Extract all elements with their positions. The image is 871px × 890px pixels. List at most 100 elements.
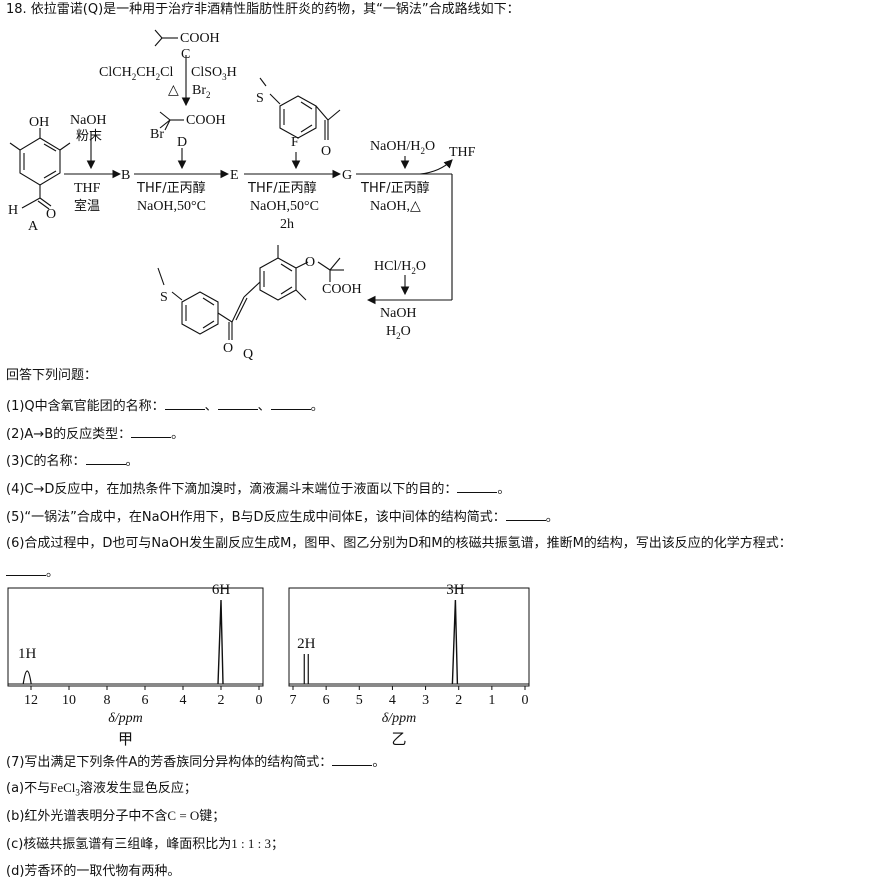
label-e: E — [230, 168, 239, 183]
spectrum-left-tick-label: 10 — [62, 693, 76, 708]
spectrum-left-tick-label: 8 — [104, 693, 111, 708]
q4-blank — [457, 480, 498, 493]
question-title: 18. 依拉雷诺(Q)是一种用于治疗非酒精性脂肪性肝炎的药物，其“一锅法”合成路… — [6, 2, 520, 17]
q2-blank — [131, 425, 172, 438]
d-br: Br — [150, 127, 164, 142]
q7-blank — [332, 753, 373, 766]
svg-text:NaOH/H2O: NaOH/H2O — [370, 139, 435, 156]
spectrum-right-tick-label: 1 — [488, 693, 495, 708]
reagent-cl-tail: Cl — [160, 65, 173, 80]
step5-below2-tail: O — [401, 324, 411, 339]
cond-b-chem: C = O — [167, 808, 200, 823]
q4-text: (4)C→D反应中，在加热条件下滴加溴时，滴液漏斗末端位于液面以下的目的： — [6, 482, 458, 497]
step5-above-tail: O — [416, 259, 426, 274]
step4-thf: THF — [449, 145, 476, 160]
q5-end: 。 — [545, 510, 559, 525]
svg-text:HCl/H2O: HCl/H2O — [374, 259, 426, 276]
step1-below1: THF — [74, 181, 101, 196]
step3-below3: 2h — [280, 217, 294, 232]
spectrum-right-peak — [451, 599, 459, 685]
question-5: (5)“一锅法”合成中，在NaOH作用下，B与D反应生成中间体E，该中间体的结构… — [6, 508, 559, 526]
spectrum-left-peak — [22, 670, 32, 685]
spectrum-left-xlabel: δ/ppm — [108, 711, 143, 726]
spectrum-left-tick-label: 0 — [256, 693, 263, 708]
step1-below2: 室温 — [74, 198, 100, 214]
c-cooh: COOH — [180, 31, 220, 46]
step1-above2: 粉末 — [76, 129, 102, 144]
question-3: (3)C的名称：。 — [6, 452, 139, 470]
step1-above1: NaOH — [70, 113, 107, 128]
label-b: B — [121, 168, 130, 183]
cond-b-post: 键； — [199, 809, 226, 824]
a-oh: OH — [29, 115, 49, 130]
label-a: A — [28, 219, 39, 234]
spectrum-right-tick-label: 2 — [455, 693, 462, 708]
spectrum-right-tick-label: 6 — [323, 693, 330, 708]
spectrum-left-tick-label: 6 — [142, 693, 149, 708]
spectrum-left-peak — [217, 599, 224, 685]
q1-sep-1: 、 — [204, 399, 218, 414]
step2-below1: THF/正丙醇 — [136, 180, 206, 196]
q1-end: 。 — [310, 399, 324, 414]
q5-blank — [505, 508, 546, 521]
step5-below2: H — [386, 324, 396, 339]
cond-a-pre: (a)不与 — [6, 781, 51, 796]
label-c: C — [181, 47, 190, 62]
f-s: S — [256, 91, 264, 106]
cond-c-ratio: 1 : 1 : 3 — [231, 836, 272, 851]
label-d: D — [177, 135, 187, 150]
step2-below2: NaOH,50°C — [137, 199, 206, 214]
step4-above: NaOH/H — [370, 139, 421, 154]
question-1: (1)Q中含氧官能团的名称：、、。 — [6, 397, 324, 415]
q3-blank — [85, 452, 126, 465]
spectrum-left-caption: 甲 — [118, 730, 133, 748]
svg-text:ClSO3H: ClSO3H — [191, 65, 237, 82]
question-7: (7)写出满足下列条件A的芳香族同分异构体的结构简式： 。 — [6, 753, 385, 771]
q-s: S — [160, 290, 168, 305]
step3-below1: THF/正丙醇 — [247, 180, 317, 196]
q-cooh: COOH — [322, 282, 362, 297]
label-q: Q — [243, 347, 253, 362]
step5-below1: NaOH — [380, 306, 417, 321]
cond-c-post: ； — [271, 837, 285, 852]
q3-text: (3)C的名称： — [6, 454, 86, 469]
step4-below1: THF/正丙醇 — [360, 180, 430, 196]
q2-end: 。 — [171, 427, 185, 442]
step3-below2: NaOH,50°C — [250, 199, 319, 214]
reagent-delta: △ — [168, 83, 179, 98]
q1-blank-3 — [270, 397, 311, 410]
step5-above: HCl/H — [374, 259, 411, 274]
spectrum-right-tick-label: 4 — [389, 693, 396, 708]
q7-end: 。 — [372, 755, 386, 770]
q2-text: (2)A→B的反应类型： — [6, 427, 132, 442]
condition-c: (c)核磁共振氢谱有三组峰，峰面积比为1 : 1 : 3； — [6, 836, 284, 853]
cond-a-sub: 3 — [75, 787, 80, 798]
q1-blank-1 — [164, 397, 205, 410]
question-6: (6)合成过程中，D也可与NaOH发生副反应生成M，图甲、图乙分别为D和M的核磁… — [6, 536, 792, 551]
spectrum-right-tick-label: 0 — [522, 693, 529, 708]
q6-end: 。 — [46, 565, 60, 580]
label-g: G — [342, 168, 352, 183]
cond-b-pre: (b)红外光谱表明分子中不含 — [6, 809, 168, 824]
svg-text:Br2: Br2 — [192, 83, 211, 100]
spectrum-left-peak-label: 6H — [212, 582, 231, 598]
intro-text: 回答下列问题： — [6, 368, 98, 383]
q1-text: (1)Q中含氧官能团的名称： — [6, 399, 165, 414]
cond-a-chem: FeCl — [50, 780, 76, 795]
q5-text: (5)“一锅法”合成中，在NaOH作用下，B与D反应生成中间体E，该中间体的结构… — [6, 510, 506, 525]
reagent-left: ClCH — [99, 65, 132, 80]
q1-blank-2 — [217, 397, 258, 410]
step4-above-tail: O — [425, 139, 435, 154]
q7-text: (7)写出满足下列条件A的芳香族同分异构体的结构简式： — [6, 755, 333, 770]
spectrum-right-tick-label: 5 — [356, 693, 363, 708]
question-4: (4)C→D反应中，在加热条件下滴加溴时，滴液漏斗末端位于液面以下的目的：。 — [6, 480, 510, 498]
condition-b: (b)红外光谱表明分子中不含C = O键； — [6, 808, 225, 825]
spectrum-left-peak-label: 1H — [18, 646, 37, 662]
spectrum-left-tick-label: 4 — [180, 693, 187, 708]
cond-c-pre: (c)核磁共振氢谱有三组峰，峰面积比为 — [6, 837, 232, 852]
spectrum-left-tick-label: 2 — [218, 693, 225, 708]
spectrum-right-peak-label: 3H — [446, 582, 465, 598]
